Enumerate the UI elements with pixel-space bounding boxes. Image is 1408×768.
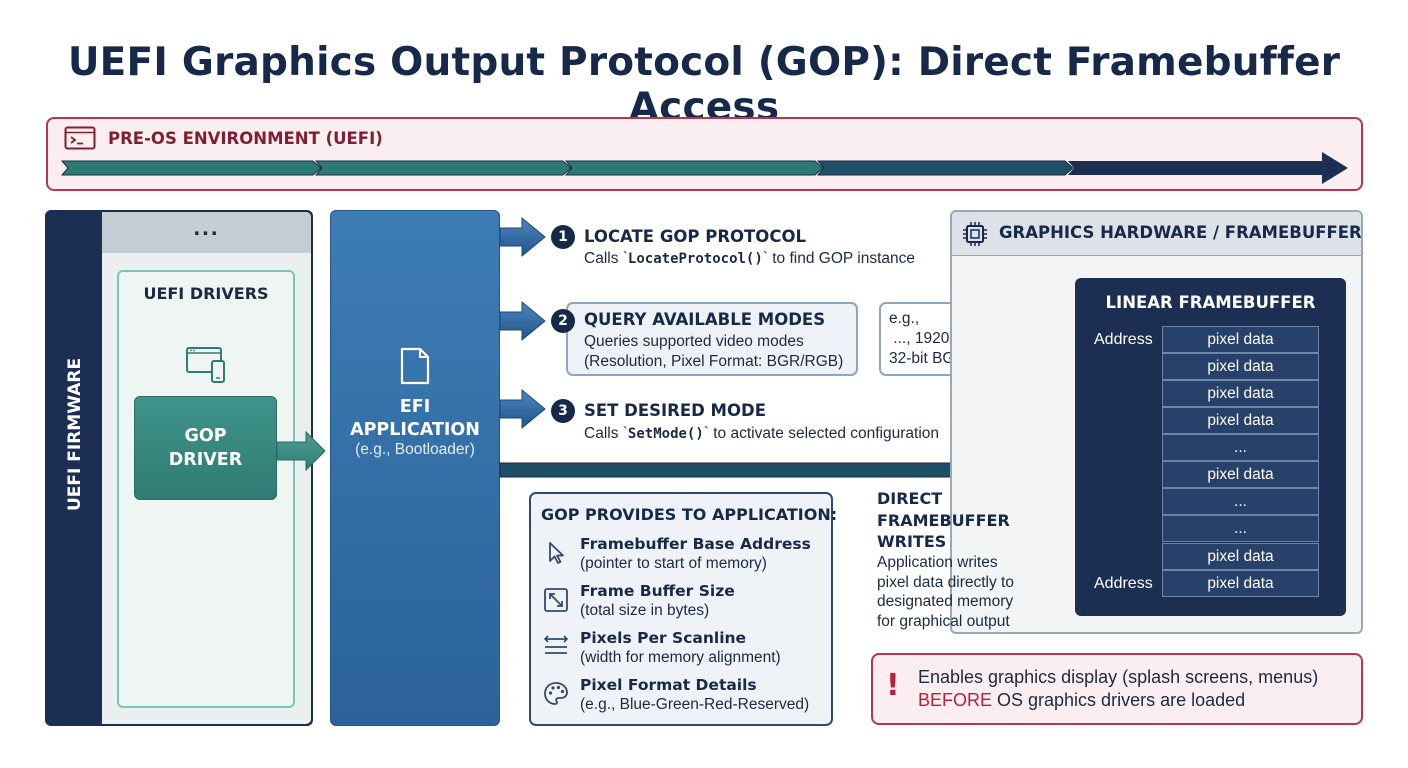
step-2-title: QUERY AVAILABLE MODES (584, 310, 826, 329)
efi-application-panel (330, 210, 500, 726)
framebuffer-cell: pixel data (1162, 543, 1319, 571)
scanline-icon (543, 635, 569, 654)
graphics-hardware-label: GRAPHICS HARDWARE / FRAMEBUFFER (999, 223, 1362, 242)
step-3-description: Calls `SetMode()` to activate selected c… (584, 425, 939, 442)
provides-item-description: (total size in bytes) (580, 602, 710, 619)
note-line-2: BEFORE OS graphics drivers are loaded (918, 690, 1246, 710)
framebuffer-start-address: Address (1094, 331, 1153, 348)
resize-icon (544, 588, 568, 612)
provides-item-description: (e.g., Blue-Green-Red-Reserved) (580, 696, 810, 713)
more-icon[interactable]: ... (193, 214, 220, 241)
step-3-title: SET DESIRED MODE (584, 401, 766, 420)
pre-os-banner (46, 117, 1363, 191)
step-1-title: LOCATE GOP PROTOCOL (584, 227, 806, 246)
linear-framebuffer-label: LINEAR FRAMEBUFFER (1105, 293, 1316, 312)
efi-application-subtitle: (e.g., Bootloader) (355, 441, 475, 458)
provides-item-title: Frame Buffer Size (580, 582, 735, 600)
chip-icon (963, 222, 987, 246)
framebuffer-cell: ... (1162, 488, 1319, 516)
palette-icon (544, 682, 568, 705)
gop-driver-box (134, 396, 277, 500)
gop-driver-label: GOP DRIVER (168, 426, 243, 470)
provides-item-description: (width for memory alignment) (580, 649, 781, 666)
step-3-number: 3 (551, 399, 575, 423)
framebuffer-cell: pixel data (1162, 570, 1319, 598)
step-1-arrow (499, 216, 546, 258)
direct-writes-description: Application writes pixel data directly t… (877, 554, 1014, 630)
pre-os-label: PRE-OS ENVIRONMENT (UEFI) (108, 129, 383, 148)
step-1-description: Calls `LocateProtocol()` to find GOP ins… (584, 250, 915, 267)
efi-application-title: EFI APPLICATION (350, 397, 480, 440)
step-2-description-line-1: Queries supported video modes (584, 333, 804, 350)
framebuffer-cell: pixel data (1162, 461, 1319, 489)
step-2-arrow (499, 300, 546, 342)
uefi-drivers-label: UEFI DRIVERS (143, 284, 269, 303)
note-box (871, 653, 1363, 725)
framebuffer-cell: ... (1162, 434, 1319, 462)
cursor-icon (549, 542, 564, 564)
uefi-firmware-top-bar (102, 212, 311, 253)
provides-item-title: Pixel Format Details (580, 676, 757, 694)
terminal-icon (64, 126, 96, 150)
gop-provides-title: GOP PROVIDES TO APPLICATION: (541, 505, 838, 524)
document-icon (400, 347, 430, 385)
driver-to-app-arrow (276, 430, 326, 472)
framebuffer-cell: pixel data (1162, 326, 1319, 354)
provides-item-title: Pixels Per Scanline (580, 629, 747, 647)
step-2-description-line-2: (Resolution, Pixel Format: BGR/RGB) (584, 353, 844, 370)
devices-icon (186, 347, 225, 383)
direct-writes-title: DIRECT FRAMEBUFFER WRITES (877, 489, 1010, 551)
step-2-number: 2 (551, 309, 575, 333)
step-1-number: 1 (551, 225, 575, 249)
query-modes-box (566, 302, 858, 376)
graphics-hardware-header (952, 212, 1361, 256)
framebuffer-end-address: Address (1094, 575, 1153, 592)
note-highlight: BEFORE (918, 690, 993, 710)
framebuffer-cell: pixel data (1162, 407, 1319, 435)
framebuffer-cell: pixel data (1162, 380, 1319, 408)
framebuffer-cell: ... (1162, 515, 1319, 543)
exclamation-icon: ! (886, 668, 900, 703)
provides-item-description: (pointer to start of memory) (580, 555, 767, 572)
framebuffer-cell: pixel data (1162, 353, 1319, 381)
provides-item-title: Framebuffer Base Address (580, 535, 811, 553)
page-title: UEFI Graphics Output Protocol (GOP): Dir… (67, 40, 1341, 130)
gop-provides-box (529, 492, 833, 726)
step-3-arrow (499, 388, 546, 430)
note-line-1: Enables graphics display (splash screens… (918, 667, 1319, 687)
